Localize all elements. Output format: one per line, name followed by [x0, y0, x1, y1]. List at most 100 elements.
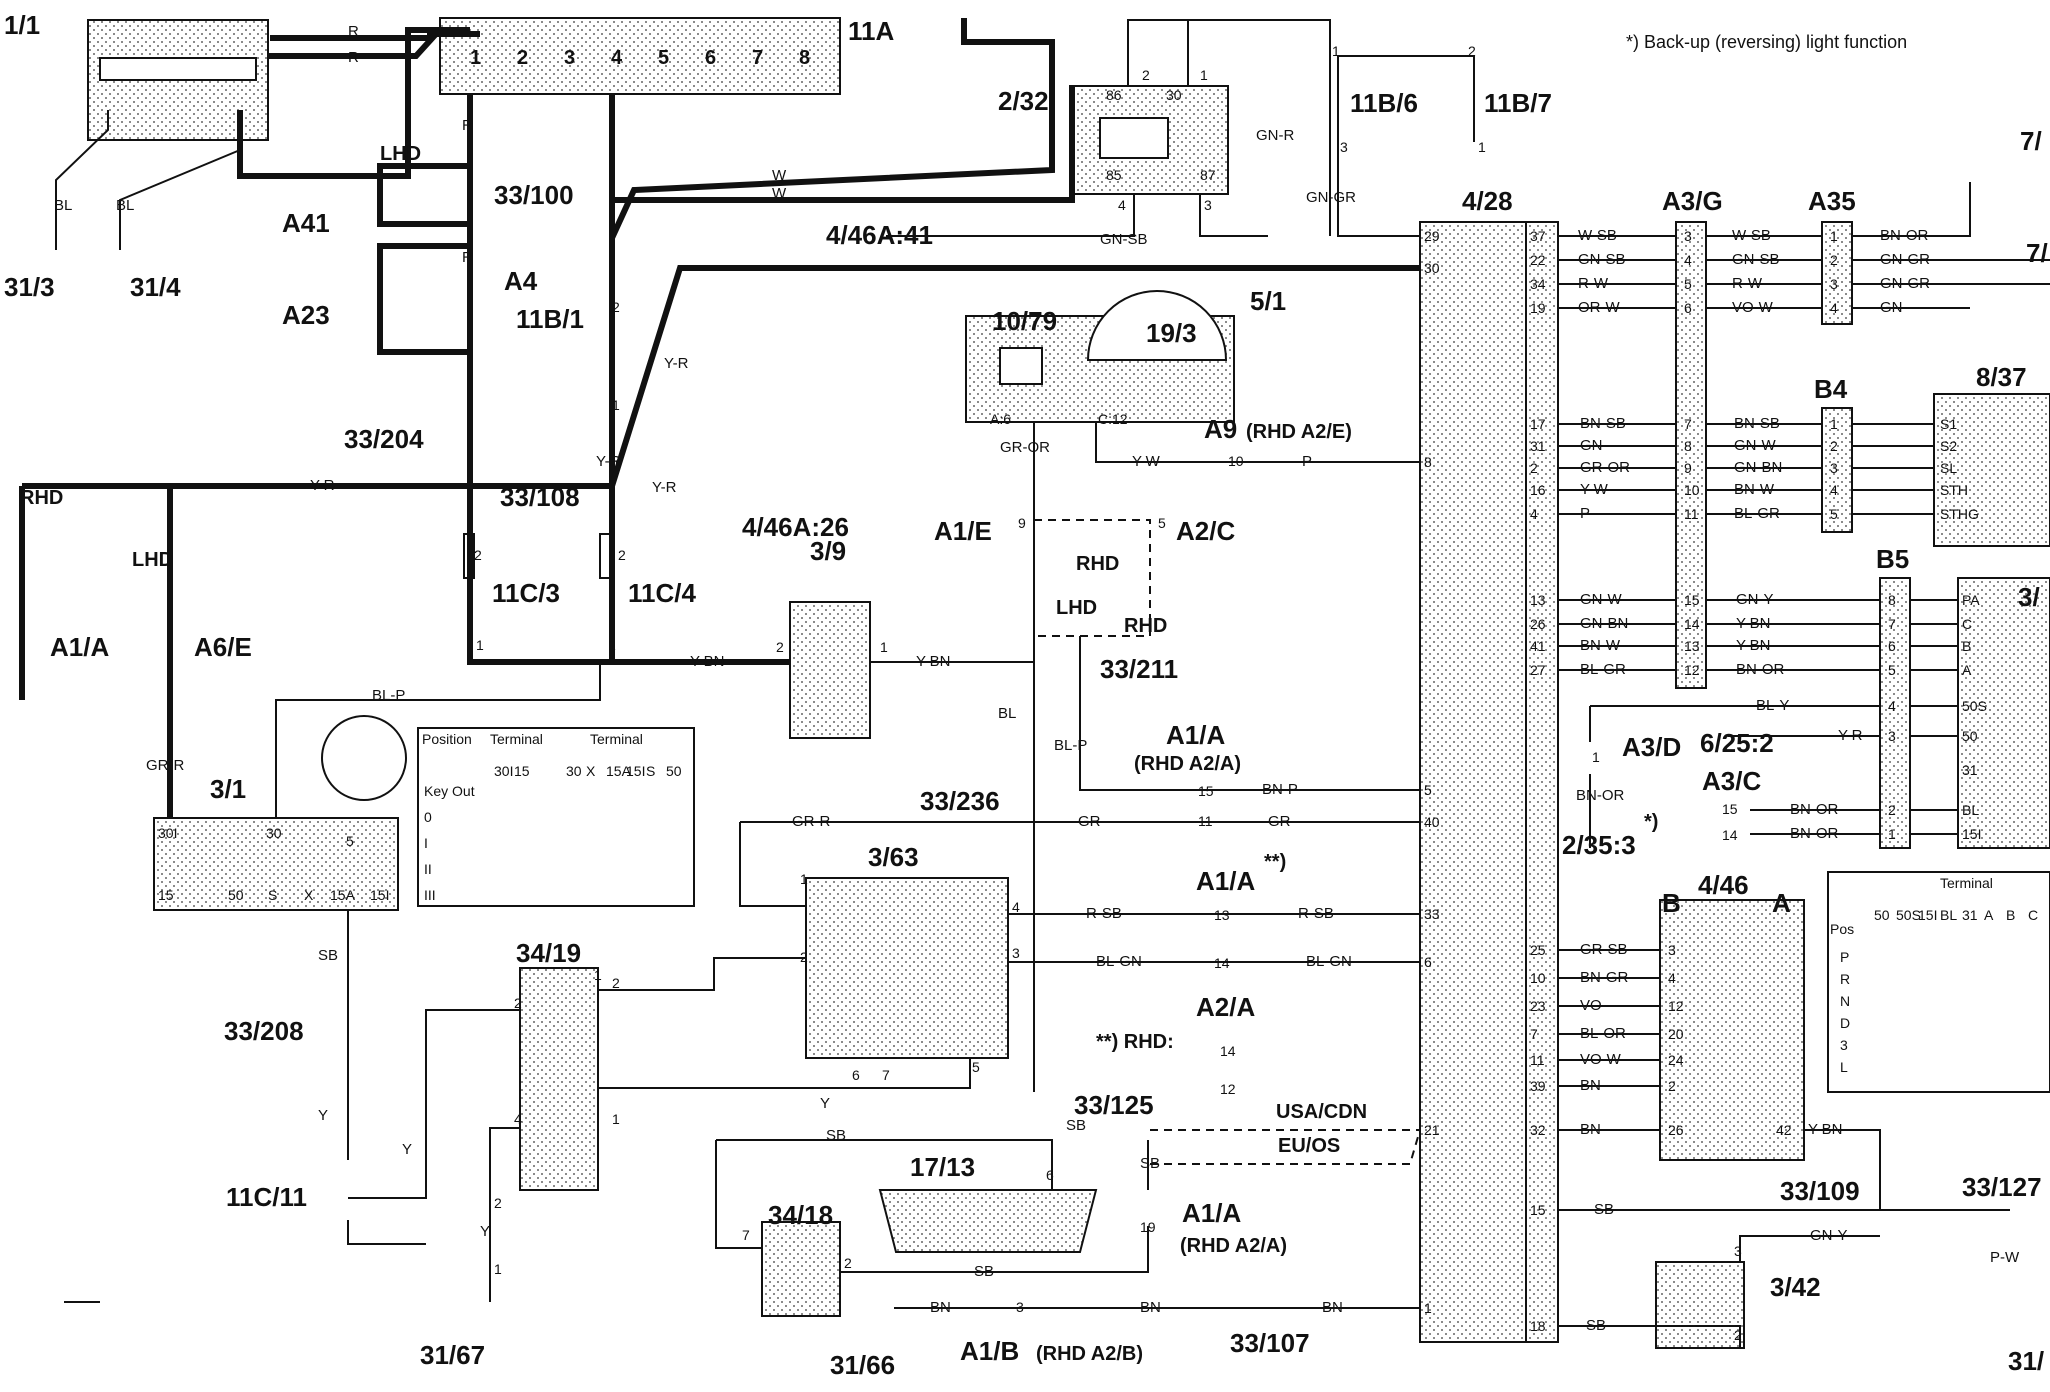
wire-color-label: GN-GR: [1880, 251, 1930, 268]
pin-8-37: SL: [1940, 460, 1957, 476]
wire-color-label: Y-R: [596, 453, 621, 470]
component-a35-body: [1821, 221, 1853, 325]
wire-color-label: GN-Y: [1810, 1227, 1848, 1244]
label-c-31-4: 31/4: [130, 272, 181, 302]
pin-4-46-b: 3: [1668, 942, 1676, 958]
pin-4-28-right: 26: [1530, 616, 1546, 632]
label-c-A2A: A2/A: [1196, 992, 1255, 1022]
pin-b4: 3: [1830, 460, 1838, 476]
pin-a3g: 13: [1684, 638, 1700, 654]
label-c-31-67: 31/67: [420, 1340, 485, 1370]
pin-3x: 31: [1962, 762, 1978, 778]
pin-4-28-right: 11: [1530, 1052, 1545, 1068]
ignition-table-subheader: 50: [666, 763, 682, 779]
pin-b5: 5: [1888, 662, 1896, 678]
wire-color-label: BL-GN: [1096, 953, 1142, 970]
wire-color-label: R: [462, 249, 473, 266]
ignition-table-row: II: [424, 861, 432, 877]
pin-label: 6: [1046, 1167, 1054, 1183]
pin-4-28-right: 16: [1530, 482, 1546, 498]
label-c-34-18: 34/18: [768, 1200, 833, 1230]
wire-color-label: P-W: [1990, 1249, 2020, 1266]
wire-color-label: BN-OR: [1576, 787, 1625, 804]
pin-3x: PA: [1962, 592, 1980, 608]
wire-color-label: GR-OR: [1000, 439, 1050, 456]
pin-label: C:12: [1098, 411, 1128, 427]
selector-table-row: 3: [1840, 1037, 1848, 1053]
label-c-11B-1: 11B/1: [516, 304, 584, 334]
pin-label: 1: [1478, 139, 1486, 155]
pin-4-28-right: 17: [1530, 416, 1546, 432]
pin-2-32: 2: [1142, 67, 1150, 83]
footnote-backup-light: *) Back-up (reversing) light function: [1626, 32, 1907, 52]
pin-3x: A: [1962, 662, 1972, 678]
wire-color-label: Y-BN: [1736, 637, 1770, 654]
label-c-31-66: 31/66: [830, 1350, 895, 1380]
ignition-table-subheader: 30: [566, 763, 582, 779]
pin-4-28-left: 29: [1424, 228, 1440, 244]
pin-3x: 50: [1962, 728, 1978, 744]
wire-color-label: OR-W: [1578, 299, 1620, 316]
wire-color-label: Y-W: [1132, 453, 1161, 470]
label-c-4-46A-26: 4/46A:26: [742, 512, 849, 542]
pin-a35: 3: [1830, 276, 1838, 292]
wire-color-label: GR: [1268, 813, 1291, 830]
wire-color-label: BL-GN: [1306, 953, 1352, 970]
pin-label: 1: [476, 637, 484, 653]
wire-color-label: SB: [1594, 1201, 1614, 1218]
pin-label: 9: [1018, 515, 1026, 531]
component-11a-body: [439, 17, 841, 95]
wire-color-label: R-SB: [1298, 905, 1334, 922]
pin-label: 13: [1214, 907, 1230, 923]
pin-label: 1: [612, 1111, 620, 1127]
label-c-3x: 3/: [2018, 582, 2040, 612]
wire-color-label: Y: [318, 1107, 328, 1124]
pin-4-28-right: 18: [1530, 1318, 1546, 1334]
component-b5-body: [1879, 577, 1911, 849]
label-c-31-5: 31/: [2008, 1346, 2044, 1376]
label-c-3-63: 3/63: [868, 842, 919, 872]
pin-label: 1: [880, 639, 888, 655]
wire-color-label: P: [1302, 453, 1312, 470]
pin-a35: 4: [1830, 300, 1838, 316]
label-c-A9: A9: [1204, 414, 1237, 444]
label-c-7b: 7/: [2026, 238, 2048, 268]
pin-a3g: 9: [1684, 460, 1692, 476]
wire-color-label: BN-W: [1734, 481, 1775, 498]
label-c-33-107: 33/107: [1230, 1328, 1310, 1358]
pin-a3g: 7: [1684, 416, 1692, 432]
terminal-3-1: 30: [266, 825, 282, 841]
wire-color-label: BN: [930, 1299, 951, 1316]
wire-color-label: BN-SB: [1580, 415, 1626, 432]
wire-color-label: P: [1580, 505, 1590, 522]
wire-color-label: BN-OR: [1880, 227, 1929, 244]
wire-color-label: GN: [1880, 299, 1903, 316]
label-c-A3G: A3/G: [1662, 186, 1723, 216]
pin-label: 7: [882, 1067, 890, 1083]
pin-4-46-b: 24: [1668, 1052, 1684, 1068]
wire-color-label: W-SB: [1578, 227, 1617, 244]
pin-b5: 8: [1888, 592, 1896, 608]
pin-4-28-left: 8: [1424, 454, 1432, 470]
pin-b5: 7: [1888, 616, 1896, 632]
selector-table-col: 50: [1874, 907, 1890, 923]
terminal-3-1: 15I: [370, 887, 389, 903]
label-c-11C-3: 11C/3: [492, 578, 560, 608]
label-c-33-211: 33/211: [1100, 654, 1178, 684]
wire-color-label: GR-OR: [1580, 459, 1630, 476]
label-c-33-204: 33/204: [344, 424, 424, 454]
pin-4-28-right: 34: [1530, 276, 1546, 292]
pin-label: 12: [1220, 1081, 1236, 1097]
pin-11a: 4: [611, 47, 623, 69]
pin-11a: 5: [658, 47, 669, 69]
pin-b5: 3: [1888, 728, 1896, 744]
label-c-1-1: 1/1: [4, 10, 40, 40]
pin-4-28-left: 30: [1424, 260, 1440, 276]
ignition-table-subheader: S: [646, 763, 655, 779]
label-c-34-19: 34/19: [516, 938, 581, 968]
pin-label: 3: [1734, 1243, 1742, 1259]
pin-4-28-right: 27: [1530, 662, 1546, 678]
label-c-10-79: 10/79: [992, 306, 1057, 336]
wire-color-label: GN-GR: [1306, 189, 1356, 206]
